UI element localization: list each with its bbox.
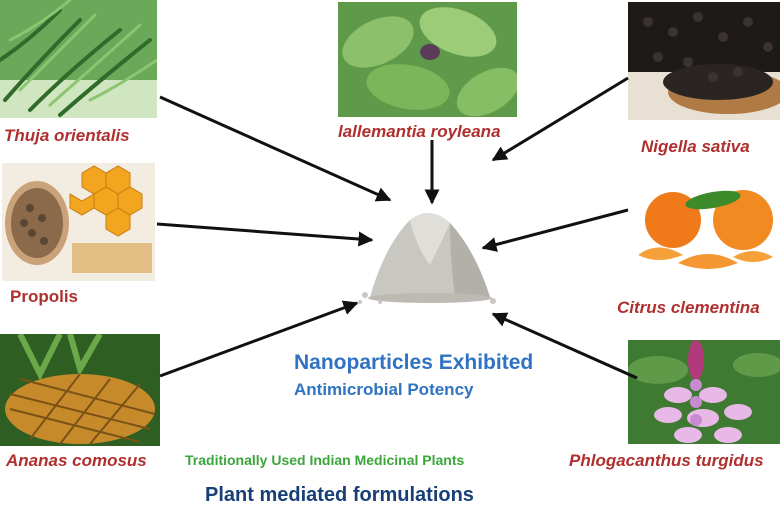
label-nigella-sativa: Nigella sativa [641,137,750,156]
label-lallemantia-royleana: lallemantia royleana [338,122,501,141]
arrow-thuja [159,95,392,202]
arrow-citrus [481,208,629,252]
conifer-foliage-photo [0,0,157,118]
nanoparticle-powder-pile [358,213,496,304]
traditional-plants-label: Traditionally Used Indian Medicinal Plan… [185,452,465,468]
label-thuja-orientalis: Thuja orientalis [4,126,130,145]
formulations-label: Plant mediated formulations [205,484,474,506]
black-seeds-photo [628,2,780,120]
green-leaves-photo [338,2,517,117]
nanoparticles-title: Nanoparticles Exhibited [294,351,534,374]
label-citrus-clementina: Citrus clementina [617,298,760,317]
arrow-phlogacanthus [491,312,638,380]
clementine-photo [628,185,780,277]
arrow-propolis [156,222,374,247]
arrow-nigella [491,76,629,162]
propolis-honeycomb-photo [2,163,155,281]
label-propolis: Propolis [10,287,79,306]
arrow-ananas [159,300,359,378]
pineapple-photo [0,334,160,446]
nanoparticles-subtitle: Antimicrobial Potency [294,380,474,399]
label-phlogacanthus-turgidus: Phlogacanthus turgidus [569,451,764,470]
purple-flower-photo [628,340,780,444]
label-ananas-comosus: Ananas comosus [6,451,147,470]
